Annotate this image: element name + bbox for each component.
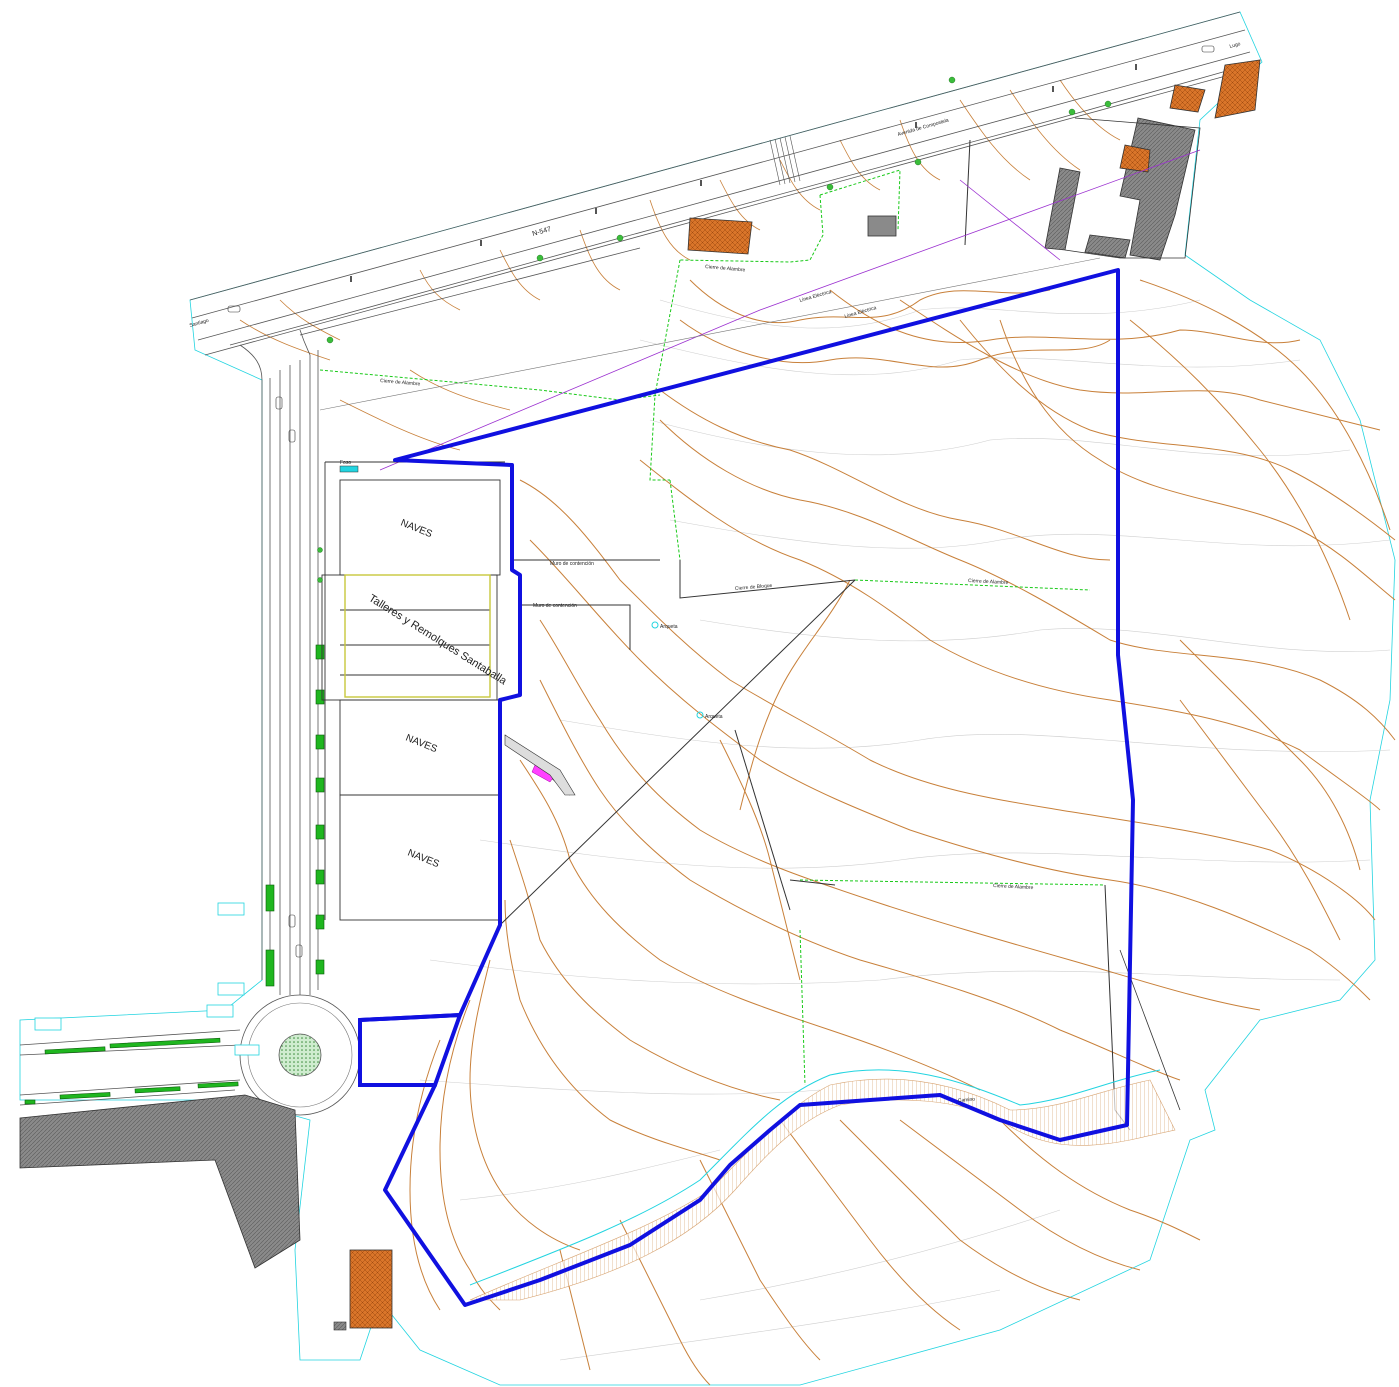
label-alambre-1: Cierre de Alambre bbox=[380, 378, 421, 388]
parking-strips bbox=[24, 1037, 239, 1105]
building-southwest bbox=[19, 1094, 301, 1269]
map-labels: NAVES Talleres y Remolques Santaballa NA… bbox=[189, 41, 1242, 1104]
buildings-northeast bbox=[687, 59, 1261, 261]
drainage-structure bbox=[504, 734, 576, 796]
label-alambre-3: Cierre de Alambre bbox=[993, 883, 1034, 891]
fences-alambre bbox=[319, 169, 1106, 1086]
label-alambre-2: Cierre de Alambre bbox=[968, 578, 1009, 586]
property-boundary bbox=[358, 268, 1135, 1307]
label-foso: Foso bbox=[340, 460, 351, 466]
power-lines bbox=[379, 149, 1201, 471]
label-arqueta-1: Arqueta bbox=[660, 624, 678, 630]
label-bloque: Cierre de Bloque bbox=[735, 583, 773, 592]
label-lugo: Lugo bbox=[1229, 41, 1242, 50]
label-muro-2: Muro de contención bbox=[533, 603, 577, 609]
info-boxes bbox=[34, 902, 260, 1056]
contours-minor bbox=[419, 299, 1391, 1361]
label-arqueta-2: Arqueta bbox=[705, 714, 723, 720]
property-boundary-inner bbox=[358, 1012, 463, 1087]
building-south-orange bbox=[349, 1249, 393, 1329]
label-muro-1: Muro de contención bbox=[550, 561, 594, 567]
creek-band bbox=[469, 1078, 1176, 1301]
small-structure bbox=[333, 1321, 347, 1331]
parked-cars bbox=[227, 45, 1215, 958]
foso-box bbox=[339, 465, 359, 473]
arqueta-marker-2 bbox=[696, 711, 704, 719]
parking-bays bbox=[265, 644, 325, 987]
road-west-access bbox=[239, 329, 319, 995]
label-naves-3: NAVES bbox=[406, 848, 441, 871]
label-avenida: Avenida de Compostela bbox=[897, 117, 950, 137]
label-naves-2: NAVES bbox=[404, 733, 439, 756]
northeast-lot-outline bbox=[1064, 117, 1201, 259]
contours-major bbox=[409, 279, 1396, 1386]
label-naves-1: NAVES bbox=[399, 518, 434, 541]
label-alambre-4: Cierre de Alambre bbox=[705, 264, 746, 274]
arqueta-marker-1 bbox=[651, 621, 659, 629]
tree-icon bbox=[317, 76, 1112, 583]
label-santiago: Santiago bbox=[189, 318, 210, 329]
road-n547 bbox=[189, 11, 1256, 356]
streetlight-icon bbox=[350, 64, 1137, 282]
talleres-outline bbox=[344, 574, 491, 698]
survey-extent-outline bbox=[19, 11, 1396, 1386]
label-road-n547: N-547 bbox=[532, 226, 552, 238]
creek-cyan-line bbox=[469, 1069, 1161, 1286]
lines-gray bbox=[319, 257, 1101, 411]
pedestrian-crossing bbox=[769, 135, 801, 186]
contours-north bbox=[239, 79, 1121, 451]
label-camino: Camino bbox=[958, 1096, 976, 1103]
label-linea-1: Linea Eléctrica bbox=[799, 289, 832, 304]
label-talleres: Talleres y Remolques Santaballa bbox=[366, 592, 509, 688]
